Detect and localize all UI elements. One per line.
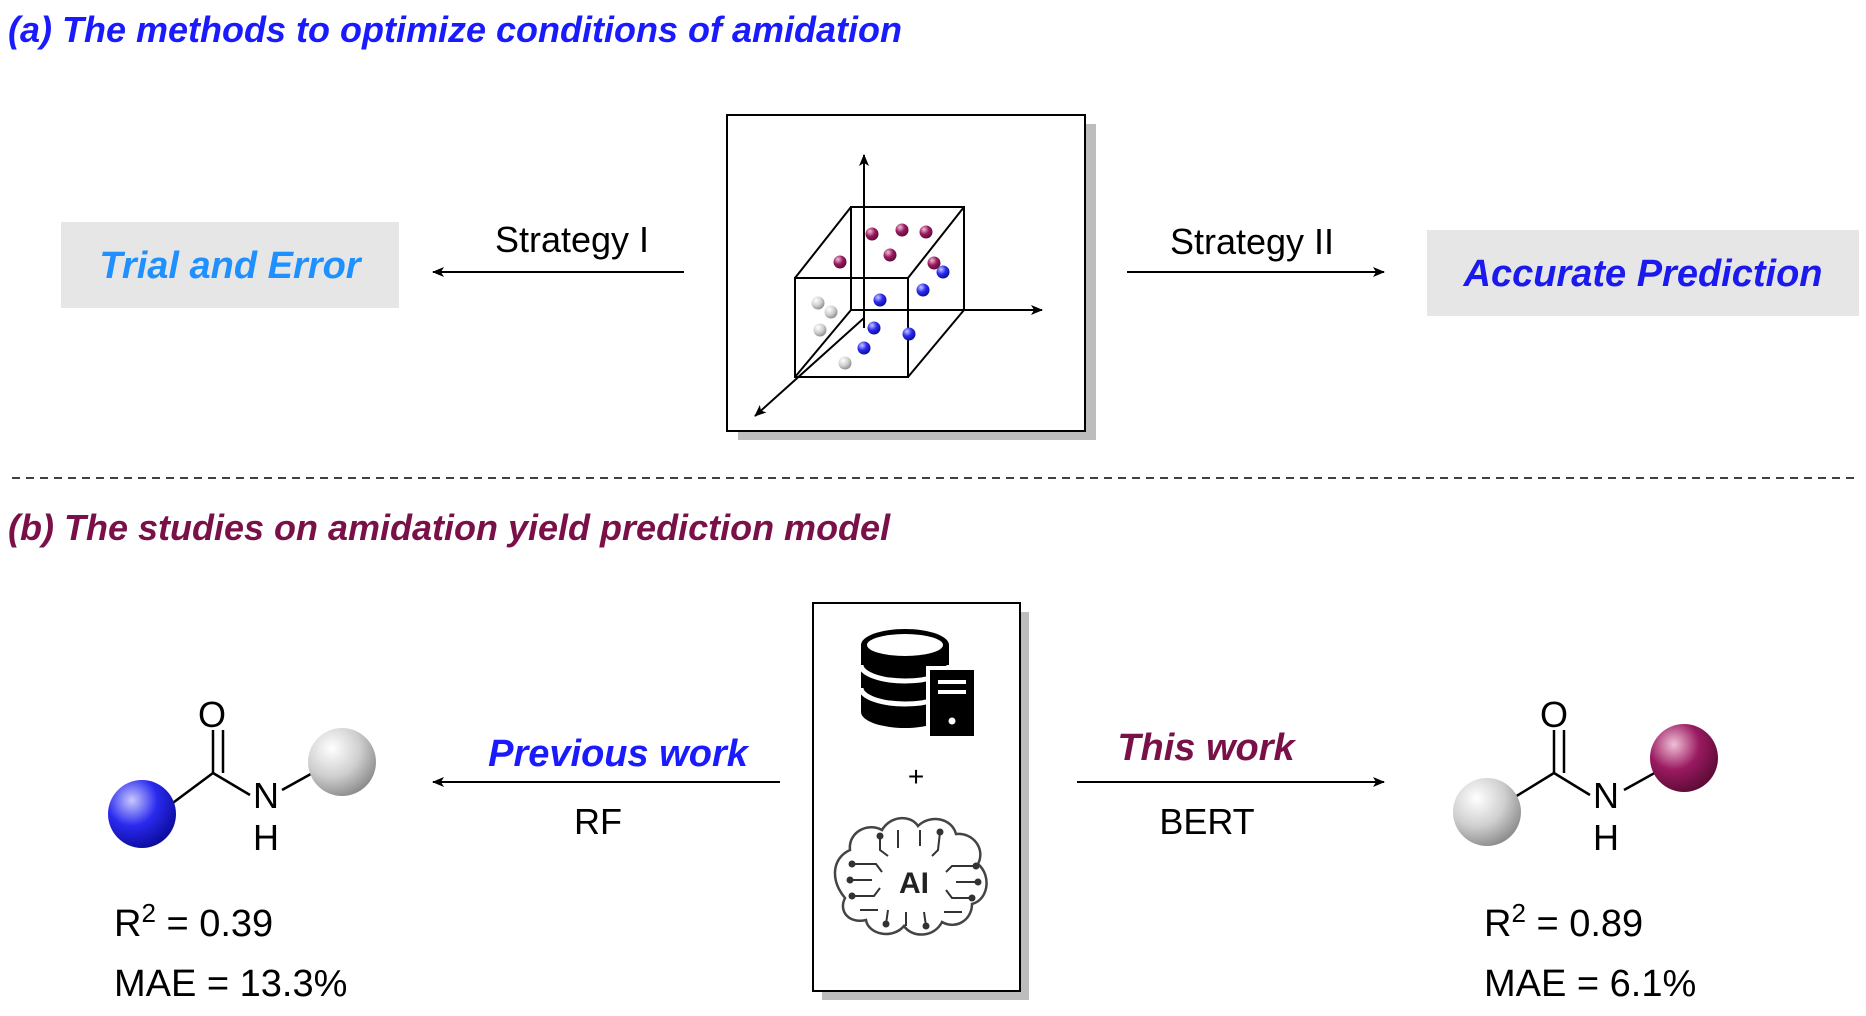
- maroon-point: [895, 223, 909, 237]
- maroon-point: [865, 227, 879, 241]
- strategy-2-label: Strategy II: [1170, 221, 1334, 262]
- left-mae: MAE = 13.3%: [114, 963, 347, 1005]
- right-hydrogen-label: H: [1593, 817, 1619, 858]
- maroon-point: [927, 256, 941, 270]
- section-a-title: (a) The methods to optimize conditions o…: [8, 9, 902, 50]
- left-blue-substituent: [108, 780, 176, 848]
- grey-point: [811, 296, 825, 310]
- accurate-prediction-box: Accurate Prediction: [1427, 230, 1859, 316]
- server-icon: [926, 666, 978, 738]
- blue-point: [873, 293, 887, 307]
- trial-and-error-label: Trial and Error: [99, 245, 362, 287]
- right-grey-substituent: [1453, 778, 1521, 846]
- search-space-panel: [726, 114, 1096, 440]
- blue-point: [936, 265, 950, 279]
- right-oxygen-label: O: [1540, 694, 1568, 735]
- right-mae: MAE = 6.1%: [1484, 963, 1696, 1005]
- maroon-point: [919, 225, 933, 239]
- blue-point: [857, 341, 871, 355]
- this-work-arrow: This work BERT: [1077, 727, 1385, 842]
- blue-point: [867, 321, 881, 335]
- grey-point: [813, 323, 827, 337]
- maroon-point: [833, 255, 847, 269]
- this-work-label: This work: [1117, 727, 1296, 769]
- left-grey-substituent: [308, 728, 376, 796]
- right-r2: R2 = 0.89: [1484, 898, 1643, 945]
- strategy-2-arrow: Strategy II: [1127, 221, 1385, 277]
- rf-label: RF: [574, 801, 622, 842]
- right-metrics: R2 = 0.89 MAE = 6.1%: [1484, 898, 1696, 1005]
- left-amide-molecule: O N H: [108, 694, 376, 858]
- bert-label: BERT: [1159, 801, 1254, 842]
- strategy-1-arrow: Strategy I: [432, 219, 684, 277]
- trial-and-error-box: Trial and Error: [61, 222, 399, 308]
- grey-point: [824, 305, 838, 319]
- blue-point: [916, 283, 930, 297]
- right-nitrogen-label: N: [1593, 775, 1619, 816]
- ai-brain-icon: [833, 817, 988, 936]
- blue-point: [902, 327, 916, 341]
- left-r2: R2 = 0.39: [114, 898, 273, 945]
- model-panel: +: [812, 602, 1029, 1000]
- left-oxygen-label: O: [198, 694, 226, 735]
- left-metrics: R2 = 0.39 MAE = 13.3%: [114, 898, 347, 1005]
- previous-work-arrow: Previous work RF: [432, 733, 780, 842]
- section-b-title: (b) The studies on amidation yield predi…: [8, 507, 891, 548]
- plus-sign: +: [908, 761, 924, 792]
- left-nitrogen-label: N: [253, 775, 279, 816]
- previous-work-label: Previous work: [488, 733, 750, 775]
- y-axis-arrow: [754, 317, 865, 417]
- ai-label: AI: [899, 867, 929, 900]
- right-maroon-substituent: [1650, 724, 1718, 792]
- left-hydrogen-label: H: [253, 817, 279, 858]
- right-amide-molecule: O N H: [1453, 694, 1718, 858]
- strategy-1-label: Strategy I: [495, 219, 649, 260]
- accurate-prediction-label: Accurate Prediction: [1463, 253, 1823, 295]
- maroon-point: [883, 248, 897, 262]
- grey-point: [838, 356, 852, 370]
